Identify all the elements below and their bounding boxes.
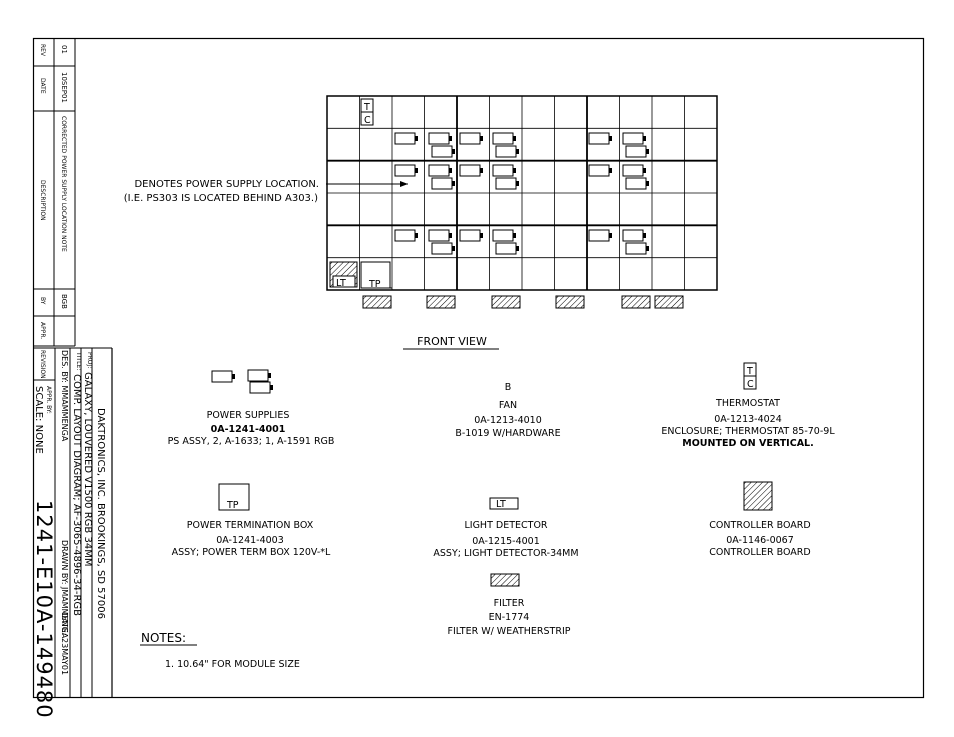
svg-text:B-1019 W/HARDWARE: B-1019 W/HARDWARE: [455, 428, 560, 439]
legend-fan: B FAN 0A-1213-4010 B-1019 W/HARDWARE: [455, 382, 560, 439]
svg-text:LT: LT: [336, 278, 346, 289]
designed-by: DES. BY: MMAMMENGA: [60, 350, 69, 442]
svg-text:C: C: [747, 379, 754, 390]
date-header: DATE: [39, 78, 46, 94]
light-detector-grid: LT: [329, 261, 358, 289]
svg-text:CONTROLLER BOARD: CONTROLLER BOARD: [709, 520, 810, 531]
svg-text:THERMOSTAT: THERMOSTAT: [715, 398, 780, 409]
svg-text:0A-1241-4001: 0A-1241-4001: [211, 424, 286, 435]
front-view-grid: [326, 95, 718, 291]
proj-label: PROJ:: [86, 352, 93, 368]
approved-by: APPR. BY:: [45, 386, 52, 414]
svg-text:0A-1213-4024: 0A-1213-4024: [714, 414, 782, 425]
description-header: DESCRIPTION: [39, 180, 46, 221]
project-name: GALAXY, LOUVERED V1500 RGB 34MM: [82, 372, 93, 566]
company-name: DAKTRONICS, INC. BROOKINGS, SD 57006: [95, 408, 106, 619]
filter-row: [362, 295, 684, 309]
svg-text:PS ASSY, 2, A-1633; 1, A-1591: PS ASSY, 2, A-1633; 1, A-1591 RGB: [168, 436, 335, 447]
svg-text:0A-1213-4010: 0A-1213-4010: [474, 415, 542, 426]
svg-text:TP: TP: [226, 500, 239, 511]
svg-text:POWER TERMINATION BOX: POWER TERMINATION BOX: [187, 520, 314, 531]
svg-text:FILTER: FILTER: [494, 598, 525, 609]
appr-header: APPR.: [39, 322, 46, 339]
legend-light-detector: LT LIGHT DETECTOR 0A-1215-4001 ASSY; LIG…: [433, 497, 579, 559]
title-label: TITLE:: [75, 351, 82, 370]
legend-thermostat: T C THERMOSTAT 0A-1213-4024 ENCLOSURE; T…: [661, 362, 835, 449]
power-supply-callout: DENOTES POWER SUPPLY LOCATION. (I.E. PS3…: [124, 179, 408, 204]
legend-power-term-box: TP POWER TERMINATION BOX 0A-1241-4003 AS…: [172, 483, 331, 558]
revision-label: REVISION: [39, 350, 46, 379]
drawing-title: COMP. LAYOUT DIAGRAM; AF-3065-4896-34-RG…: [71, 374, 82, 616]
by-value: BGB: [60, 294, 68, 309]
power-term-box-grid: TP: [360, 261, 392, 290]
drawing-number: 1241-E10A-149480: [32, 500, 56, 719]
svg-text:LIGHT DETECTOR: LIGHT DETECTOR: [464, 520, 547, 531]
title-block: REVISION PROJ: TITLE: DAKTRONICS, INC. B…: [32, 347, 113, 719]
legend-filter: FILTER EN-1774 FILTER W/ WEATHERSTRIP: [448, 573, 571, 637]
svg-text:0A-1241-4003: 0A-1241-4003: [216, 535, 284, 546]
date-value: 10SEP01: [60, 72, 68, 103]
svg-text:FILTER W/ WEATHERSTRIP: FILTER W/ WEATHERSTRIP: [448, 626, 571, 637]
svg-text:T: T: [746, 366, 753, 377]
notes: NOTES: 1. 10.64" FOR MODULE SIZE: [140, 631, 300, 670]
svg-text:ASSY; LIGHT DETECTOR-34MM: ASSY; LIGHT DETECTOR-34MM: [433, 548, 578, 559]
front-view-title: FRONT VIEW: [417, 335, 487, 348]
svg-text:CONTROLLER BOARD: CONTROLLER BOARD: [709, 547, 810, 558]
drawing-date: DATE: 23MAY01: [60, 612, 69, 675]
revision-block: REV DATE DESCRIPTION BY APPR. 01 10SEP01…: [33, 38, 76, 347]
description-value: CORRECTED POWER SUPPLY LOCATION NOTE: [60, 116, 67, 252]
drawn-by: DRAWN BY: JMAMMENGA: [60, 540, 69, 639]
legend-controller-board: CONTROLLER BOARD 0A-1146-0067 CONTROLLER…: [709, 481, 811, 558]
svg-text:T: T: [363, 102, 370, 113]
thermostat-symbol-grid: T C: [360, 98, 374, 126]
svg-text:TP: TP: [368, 279, 381, 290]
by-header: BY: [39, 297, 46, 305]
rev-header: REV: [39, 44, 46, 57]
rev-value: 01: [60, 45, 68, 54]
legend-power-supplies: POWER SUPPLIES 0A-1241-4001 PS ASSY, 2, …: [168, 369, 335, 447]
svg-text:B: B: [505, 382, 512, 393]
svg-text:ENCLOSURE; THERMOSTAT 85-70-9L: ENCLOSURE; THERMOSTAT 85-70-9L: [661, 426, 835, 437]
svg-text:(I.E. PS303 IS LOCATED BEHIND: (I.E. PS303 IS LOCATED BEHIND A303.): [124, 193, 318, 204]
svg-text:MOUNTED ON VERTICAL.: MOUNTED ON VERTICAL.: [682, 438, 813, 449]
scale: SCALE: NONE: [33, 386, 44, 454]
svg-text:POWER SUPPLIES: POWER SUPPLIES: [207, 410, 290, 421]
svg-text:LT: LT: [496, 499, 506, 510]
drawing-border: [32, 37, 925, 699]
svg-text:FAN: FAN: [499, 400, 517, 411]
note-item: 1. 10.64" FOR MODULE SIZE: [165, 659, 300, 670]
svg-text:0A-1215-4001: 0A-1215-4001: [472, 536, 540, 547]
svg-text:0A-1146-0067: 0A-1146-0067: [726, 535, 794, 546]
svg-text:ASSY; POWER TERM BOX 120V-*L: ASSY; POWER TERM BOX 120V-*L: [172, 547, 331, 558]
notes-title: NOTES:: [141, 631, 186, 645]
svg-text:C: C: [364, 115, 371, 126]
svg-text:EN-1774: EN-1774: [489, 612, 530, 623]
svg-text:DENOTES POWER SUPPLY LOCATION.: DENOTES POWER SUPPLY LOCATION.: [134, 179, 319, 190]
